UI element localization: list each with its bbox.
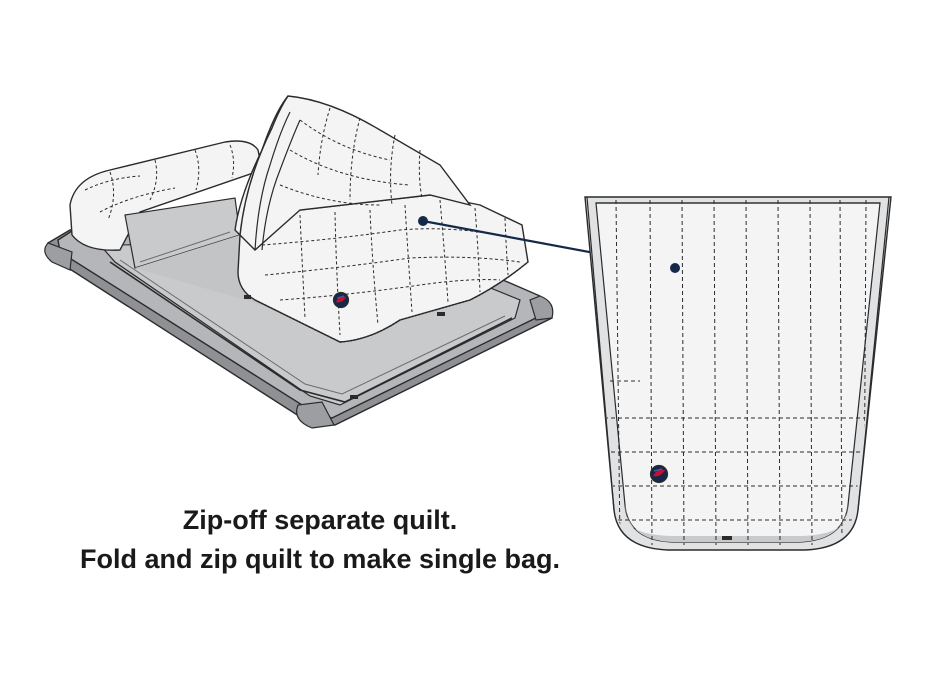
folded-quilt bbox=[234, 95, 529, 399]
sleeping-bag-illustration bbox=[44, 95, 554, 429]
brand-logo-icon bbox=[649, 464, 669, 484]
callout-dot-right bbox=[670, 263, 680, 273]
caption-line-1: Zip-off separate quilt. bbox=[182, 505, 458, 535]
brand-logo-icon bbox=[332, 291, 350, 309]
head-roll bbox=[69, 140, 263, 269]
flat-quilt-illustration bbox=[584, 196, 892, 551]
caption-line-2: Fold and zip quilt to make single bag. bbox=[79, 544, 561, 574]
